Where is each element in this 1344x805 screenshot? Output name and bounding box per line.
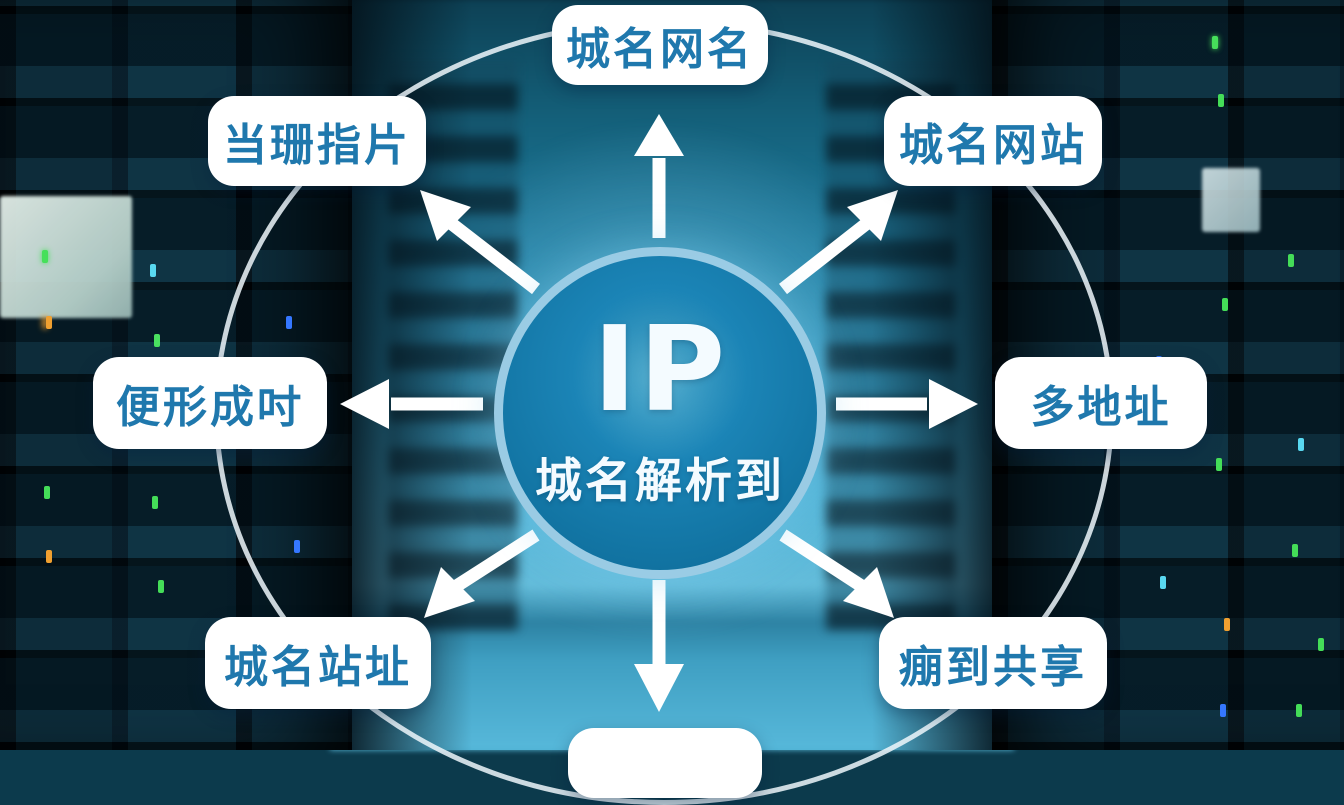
arrow-down-left-icon — [424, 529, 540, 618]
arrow-up-icon — [634, 114, 684, 238]
label-top: 城名网名 — [552, 5, 768, 85]
arrow-up-right-icon — [778, 190, 898, 295]
ip-subtitle: 城名解析到 — [535, 453, 785, 509]
label-bottom-left: 城名站址 — [205, 617, 431, 709]
label-bottom — [568, 728, 762, 798]
label-left: 便形成吋 — [93, 357, 327, 449]
led-lights-right — [1212, 36, 1218, 49]
label-bottom-right: 痭到共享 — [879, 617, 1107, 709]
monitor-screen — [0, 196, 132, 318]
arrow-layer — [340, 114, 978, 712]
label-right: 多地址 — [995, 357, 1207, 449]
arrow-right-icon — [836, 379, 978, 429]
center-ip-circle: IP 城名解析到 — [494, 247, 826, 579]
arrow-down-icon — [634, 580, 684, 712]
arrow-up-left-icon — [420, 190, 540, 295]
ip-title: IP — [592, 299, 728, 438]
led-lights-left — [42, 250, 48, 263]
label-top-left: 当珊指片 — [208, 96, 426, 186]
arrow-left-icon — [340, 379, 483, 429]
label-top-right: 城名网站 — [884, 96, 1102, 186]
arrow-down-right-icon — [779, 529, 894, 618]
status-panel — [1202, 168, 1260, 232]
